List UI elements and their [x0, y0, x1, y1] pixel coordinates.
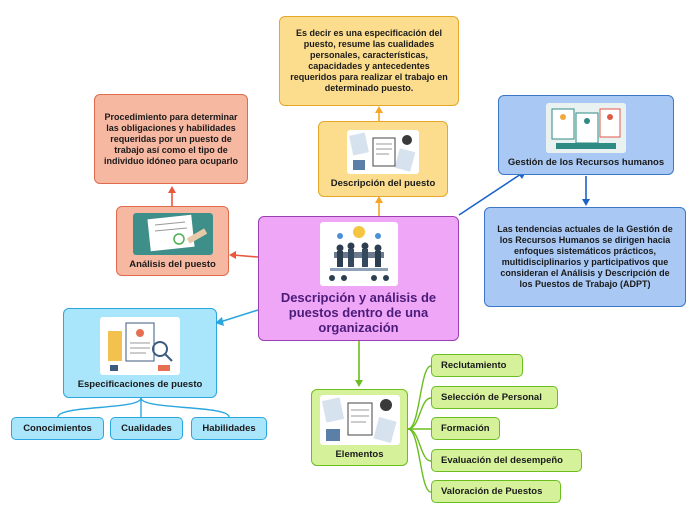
descripcion-note[interactable]: Es decir es una especificación del puest… [279, 16, 459, 106]
analisis-del-puesto-label: Análisis del puesto [129, 258, 216, 270]
central-topic[interactable]: Descripción y análisis de puestos dentro… [258, 216, 459, 341]
analisis-note[interactable]: Procedimiento para determinar las obliga… [94, 94, 248, 184]
leaf-evaluacion-del-desempeno[interactable]: Evaluación del desempeño [431, 449, 582, 472]
team-meeting-illustration [319, 222, 398, 286]
documents-desk-illustration [319, 395, 400, 445]
leaf-evaluacion-del-desempeno-label: Evaluación del desempeño [441, 455, 563, 466]
leaf-conocimientos-label: Conocimientos [23, 423, 92, 434]
gestion-note[interactable]: Las tendencias actuales de la Gestión de… [484, 207, 686, 307]
leaf-formacion-label: Formación [441, 423, 490, 434]
descripcion-note-text: Es decir es una especificación del puest… [290, 28, 448, 93]
documents-desk-illustration [347, 129, 419, 174]
gestion-rrhh-label: Gestión de los Recursos humanos [507, 156, 665, 168]
gestion-note-text: Las tendencias actuales de la Gestión de… [497, 224, 673, 289]
analisis-del-puesto-node[interactable]: Análisis del puesto [116, 206, 229, 276]
leaf-seleccion-de-personal-label: Selección de Personal [441, 392, 542, 403]
elementos-label: Elementos [335, 449, 384, 460]
especificaciones-label: Especificaciones de puesto [77, 378, 203, 390]
leaf-valoracion-de-puestos-label: Valoración de Puestos [441, 486, 543, 497]
leaf-reclutamiento[interactable]: Reclutamiento [431, 354, 523, 377]
leaf-cualidades-label: Cualidades [121, 423, 172, 434]
leaf-valoracion-de-puestos[interactable]: Valoración de Puestos [431, 480, 561, 503]
leaf-habilidades-label: Habilidades [202, 423, 256, 434]
central-topic-label: Descripción y análisis de puestos dentro… [280, 290, 437, 335]
signing-contract-illustration [132, 212, 213, 255]
leaf-formacion[interactable]: Formación [431, 417, 500, 440]
leaf-habilidades[interactable]: Habilidades [191, 417, 267, 440]
leaf-conocimientos[interactable]: Conocimientos [11, 417, 104, 440]
leaf-cualidades[interactable]: Cualidades [110, 417, 183, 440]
analisis-note-text: Procedimiento para determinar las obliga… [103, 111, 238, 166]
leaf-seleccion-de-personal[interactable]: Selección de Personal [431, 386, 558, 409]
resume-magnifier-illustration [100, 316, 180, 375]
leaf-reclutamiento-label: Reclutamiento [441, 360, 507, 371]
descripcion-del-puesto-node[interactable]: Descripción del puesto [318, 121, 448, 197]
resumes-clipboard-illustration [546, 102, 626, 153]
especificaciones-node[interactable]: Especificaciones de puesto [63, 308, 217, 398]
descripcion-del-puesto-label: Descripción del puesto [330, 177, 436, 189]
gestion-rrhh-node[interactable]: Gestión de los Recursos humanos [498, 95, 674, 175]
elementos-node[interactable]: Elementos [311, 389, 408, 466]
